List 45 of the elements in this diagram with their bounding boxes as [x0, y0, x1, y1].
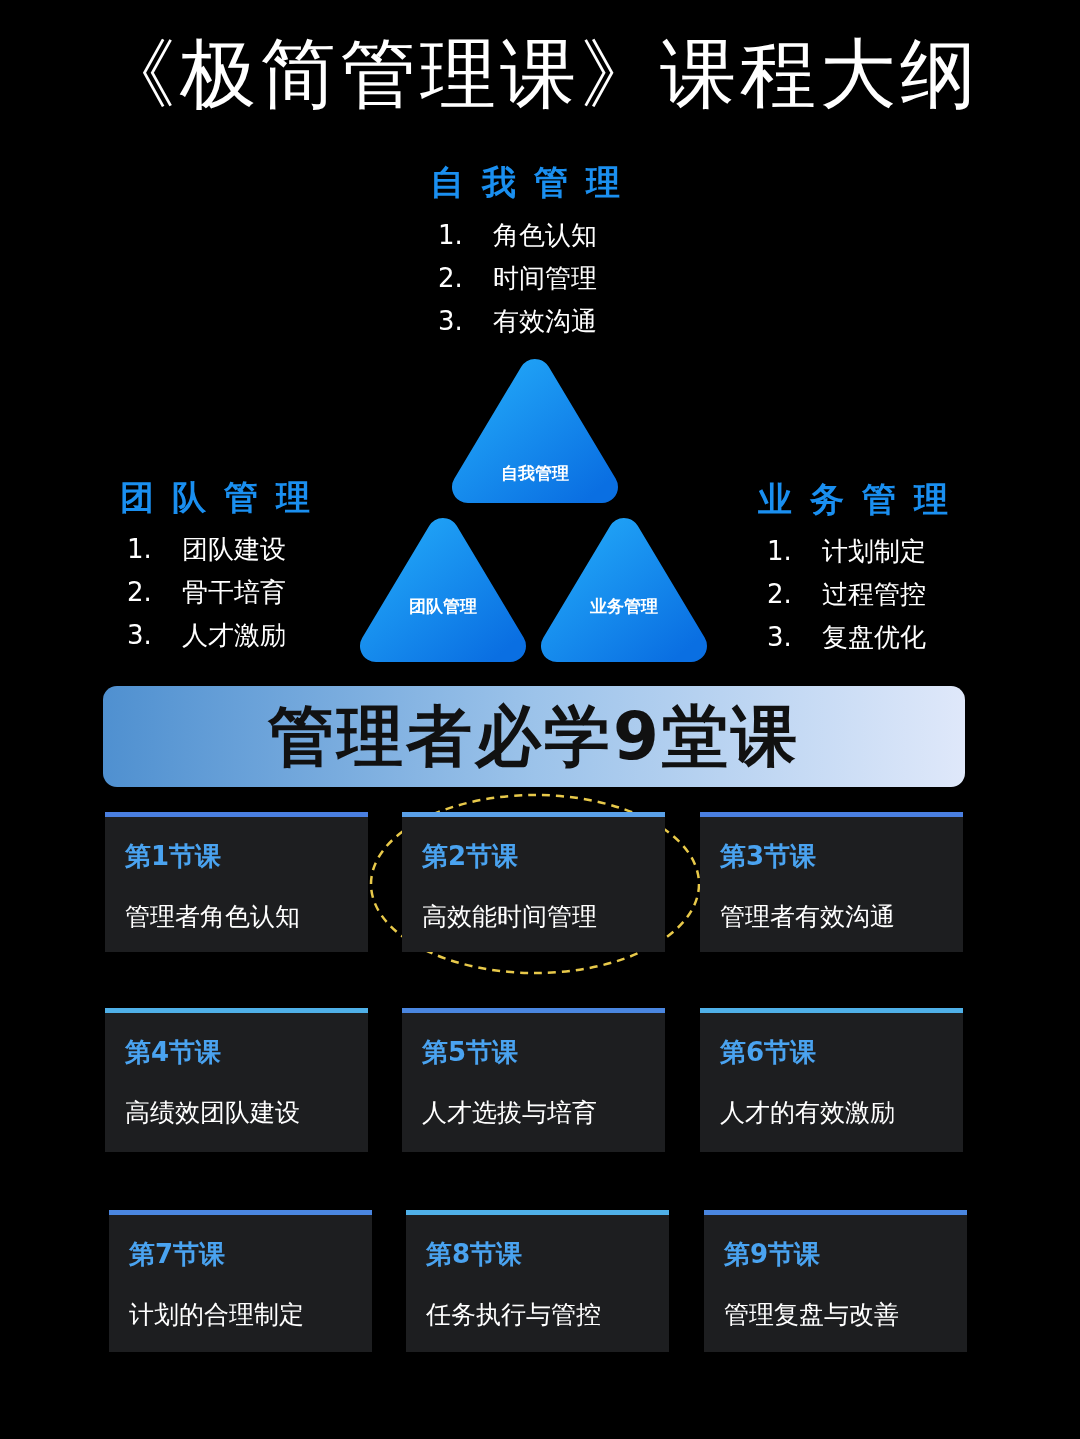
lesson-card [700, 812, 963, 952]
lesson-title: 高绩效团队建设 [125, 1097, 300, 1129]
section-heading: 团队管理 [120, 476, 328, 519]
lesson-card [105, 812, 368, 952]
list-item: 2. 时间管理 [438, 262, 598, 295]
banner [103, 686, 965, 787]
lesson-title: 管理者角色认知 [125, 901, 300, 933]
lesson-card [406, 1210, 669, 1352]
list-item: 3. 有效沟通 [438, 305, 598, 338]
lesson-number: 第5节课 [422, 1036, 519, 1069]
triangle-label: 团队管理 [409, 595, 477, 618]
section-heading: 自我管理 [430, 161, 638, 204]
lesson-title: 任务执行与管控 [426, 1299, 601, 1331]
list-item: 2. 过程管控 [767, 578, 927, 611]
page-title: 《极简管理课》课程大纲 [99, 28, 981, 120]
lesson-title: 人才的有效激励 [720, 1097, 895, 1129]
lesson-number: 第2节课 [422, 840, 519, 873]
lesson-title: 管理者有效沟通 [720, 901, 895, 933]
list-item: 1. 团队建设 [127, 533, 287, 566]
lesson-title: 管理复盘与改善 [724, 1299, 899, 1331]
lesson-number: 第3节课 [720, 840, 817, 873]
list-item: 1. 角色认知 [438, 219, 598, 252]
lesson-number: 第9节课 [724, 1238, 821, 1271]
lesson-number: 第4节课 [125, 1036, 222, 1069]
list-item: 2. 骨干培育 [127, 576, 287, 609]
lesson-card [700, 1008, 963, 1152]
list-item: 1. 计划制定 [767, 535, 927, 568]
lesson-number: 第8节课 [426, 1238, 523, 1271]
lesson-number: 第1节课 [125, 840, 222, 873]
lesson-card [105, 1008, 368, 1152]
lesson-card [402, 1008, 665, 1152]
triangle-label: 自我管理 [501, 462, 569, 485]
section-heading: 业务管理 [758, 478, 966, 521]
lesson-number: 第6节课 [720, 1036, 817, 1069]
lesson-card [109, 1210, 372, 1352]
lesson-card [704, 1210, 967, 1352]
list-item: 3. 复盘优化 [767, 621, 927, 654]
list-item: 3. 人才激励 [127, 619, 287, 652]
lesson-card [402, 812, 665, 952]
banner-title: 管理者必学9堂课 [268, 696, 800, 777]
triangle-label: 业务管理 [590, 595, 658, 618]
lesson-number: 第7节课 [129, 1238, 226, 1271]
lesson-title: 人才选拔与培育 [422, 1097, 597, 1129]
lesson-title: 计划的合理制定 [129, 1299, 304, 1331]
lesson-title: 高效能时间管理 [422, 901, 597, 933]
